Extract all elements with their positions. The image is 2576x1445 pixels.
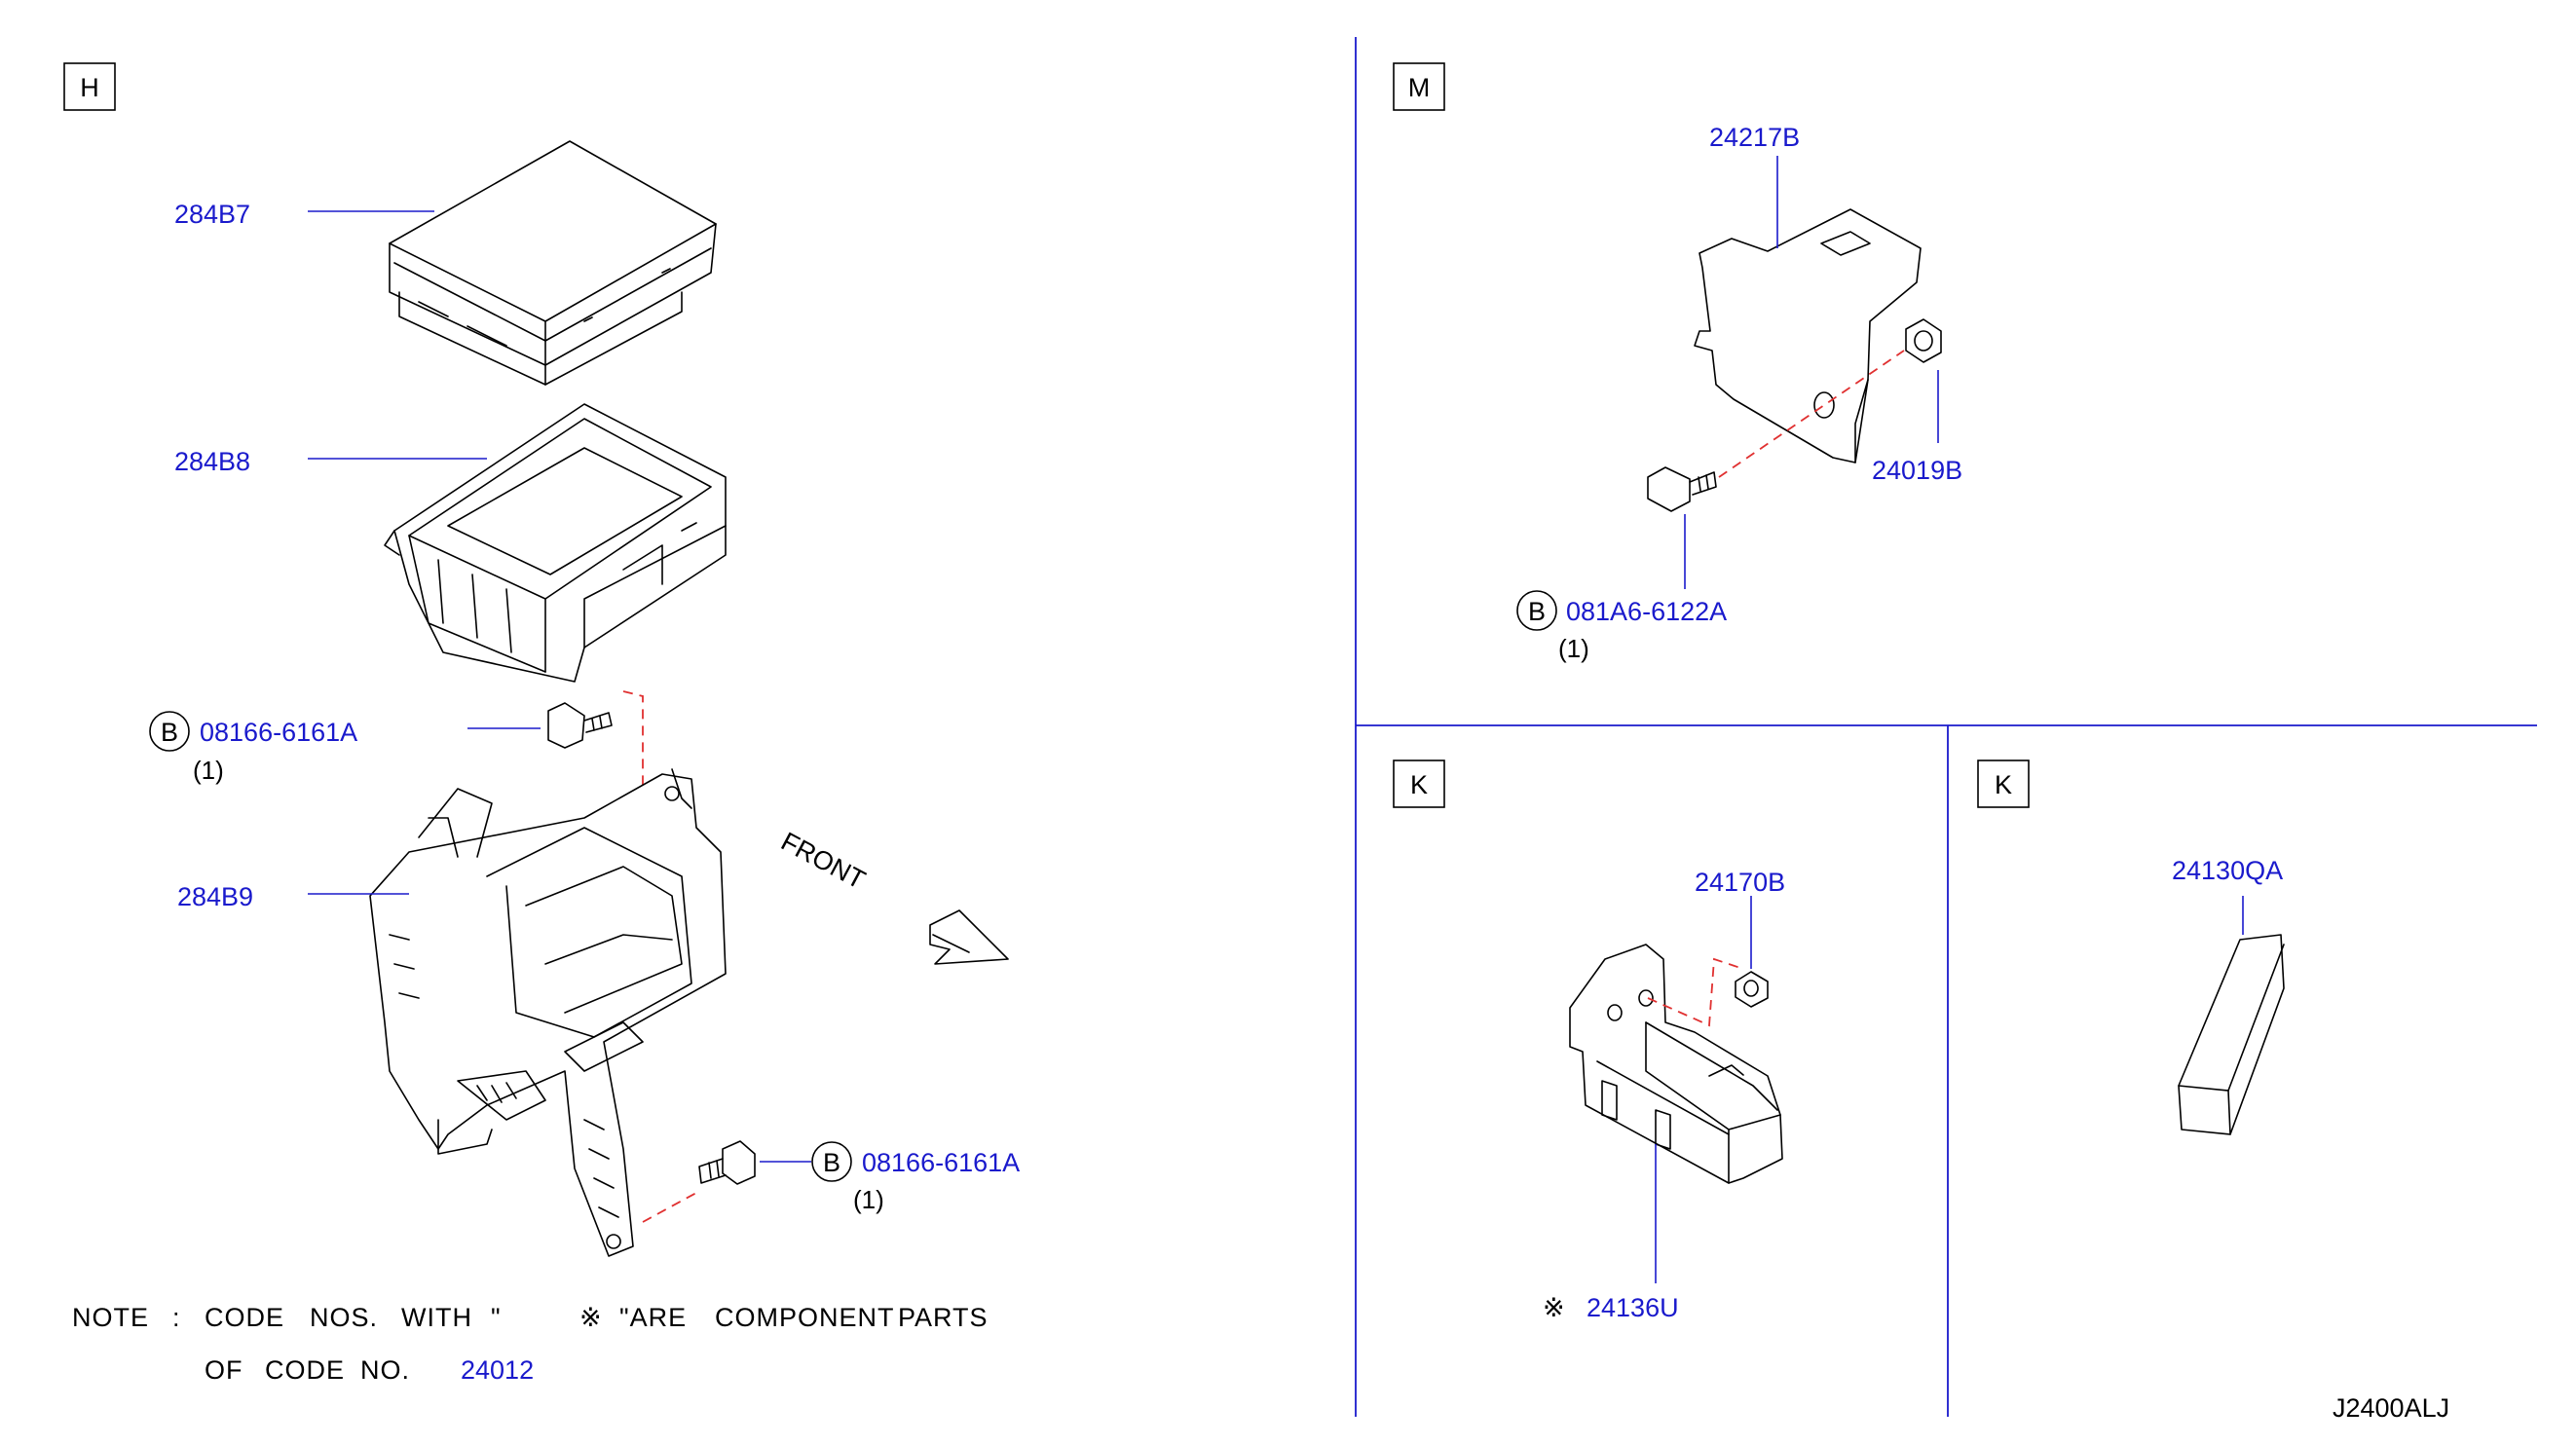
- bolt-icon-h2[interactable]: [698, 1140, 756, 1185]
- part-number-24019b[interactable]: 24019B: [1872, 456, 1962, 485]
- svg-text::: :: [172, 1303, 181, 1332]
- dashed-line-k: [1647, 957, 1744, 1027]
- part-284b9-drawing[interactable]: [369, 768, 727, 1257]
- part-number-bolt-m: 081A6-6122A: [1566, 597, 1727, 626]
- section-label-k-left[interactable]: K: [1393, 760, 1445, 808]
- panel-dividers: [1355, 37, 2537, 1417]
- note-code-number: 24012: [461, 1355, 534, 1385]
- part-284b8-drawing[interactable]: [384, 403, 727, 683]
- part-24136u-drawing[interactable]: [1569, 944, 1783, 1184]
- svg-text:CODE: CODE: [265, 1355, 345, 1385]
- svg-text:B: B: [823, 1148, 840, 1177]
- b-marker-circle: [149, 711, 190, 752]
- bolt-icon-h1[interactable]: [547, 702, 613, 749]
- part-number-284b9[interactable]: 284B9: [177, 882, 253, 911]
- section-label-h[interactable]: H: [63, 62, 116, 111]
- svg-text:H: H: [80, 73, 99, 102]
- b-marker-circle: [811, 1141, 852, 1182]
- part-number-bolt-h1: 08166-6161A: [200, 718, 357, 747]
- bolt-callout-m[interactable]: B 081A6-6122A (1): [1516, 590, 1727, 663]
- part-number-284b7[interactable]: 284B7: [174, 200, 250, 229]
- bolt-callout-h2[interactable]: B 08166-6161A (1): [811, 1141, 1020, 1214]
- part-284b7-drawing[interactable]: [389, 140, 717, 386]
- svg-text:M: M: [1408, 73, 1431, 102]
- svg-text:OF: OF: [205, 1355, 243, 1385]
- component-mark: ※: [1543, 1293, 1565, 1322]
- part-number-24217b[interactable]: 24217B: [1709, 123, 1800, 152]
- svg-text:NOS.: NOS.: [310, 1303, 378, 1332]
- nut-icon-24170b[interactable]: [1735, 971, 1769, 1008]
- quantity-bolt-m: (1): [1558, 634, 1589, 663]
- svg-text:※: ※: [579, 1303, 603, 1332]
- nut-icon-24019b[interactable]: [1905, 318, 1942, 363]
- part-24217b-drawing[interactable]: [1694, 208, 1922, 463]
- dashed-line-m: [1718, 350, 1905, 478]
- b-marker-circle: [1516, 590, 1557, 631]
- dashed-line-h1: [622, 690, 644, 808]
- quantity-bolt-h2: (1): [853, 1185, 884, 1214]
- dashed-line-h2: [642, 1192, 697, 1223]
- svg-text:B: B: [1528, 597, 1546, 626]
- diagram-id: J2400ALJ: [2333, 1393, 2449, 1423]
- svg-text:": ": [491, 1303, 502, 1332]
- front-label: FRONT: [776, 827, 870, 895]
- bolt-icon-m[interactable]: [1647, 466, 1717, 512]
- part-number-24130qa[interactable]: 24130QA: [2172, 856, 2283, 885]
- front-arrow-icon: [929, 909, 1009, 965]
- svg-text:K: K: [1995, 770, 2012, 799]
- svg-text:NOTE: NOTE: [72, 1303, 149, 1332]
- part-number-24170b[interactable]: 24170B: [1695, 868, 1785, 897]
- svg-text:B: B: [161, 718, 178, 747]
- bolt-callout-h1[interactable]: B 08166-6161A (1): [149, 711, 357, 785]
- part-number-284b8[interactable]: 284B8: [174, 447, 250, 476]
- svg-text:WITH: WITH: [401, 1303, 472, 1332]
- svg-text:K: K: [1410, 770, 1428, 799]
- section-label-k-right[interactable]: K: [1977, 760, 2030, 808]
- section-label-m[interactable]: M: [1393, 62, 1445, 111]
- part-number-24136u[interactable]: 24136U: [1587, 1293, 1679, 1322]
- svg-text:COMPONENT: COMPONENT: [715, 1303, 895, 1332]
- note: NOTE : CODE NOS. WITH " ※ "ARE COMPONENT…: [72, 1303, 989, 1385]
- part-number-bolt-h2: 08166-6161A: [862, 1148, 1020, 1177]
- svg-text:PARTS: PARTS: [898, 1303, 989, 1332]
- quantity-bolt-h1: (1): [193, 756, 224, 785]
- svg-text:"ARE: "ARE: [619, 1303, 687, 1332]
- part-24130qa-drawing[interactable]: [2178, 934, 2285, 1135]
- svg-text:CODE: CODE: [205, 1303, 284, 1332]
- svg-text:NO.: NO.: [360, 1355, 410, 1385]
